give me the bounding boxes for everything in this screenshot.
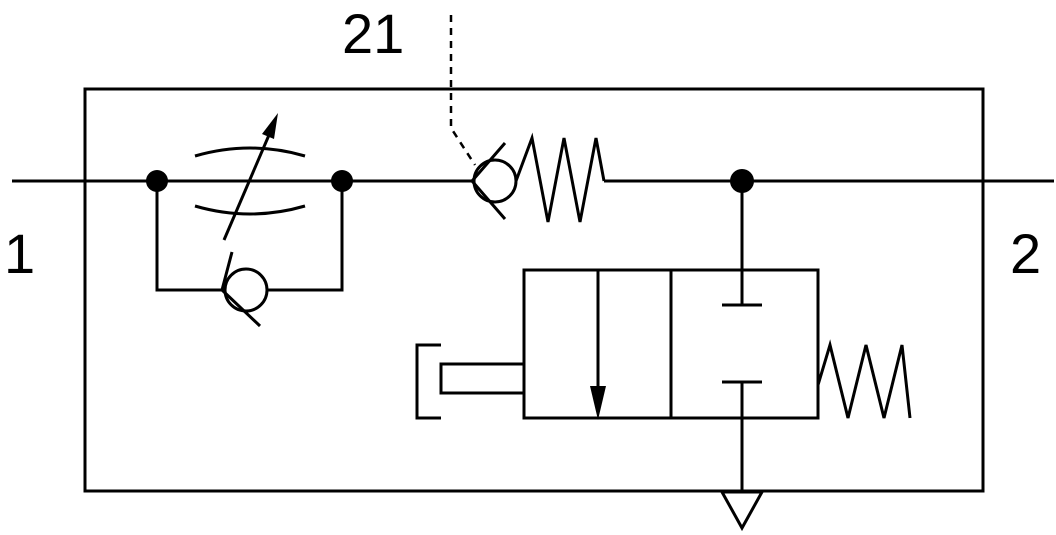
adjustable-throttle-symbol <box>194 113 306 241</box>
port-label-inlet: 1 <box>4 222 35 285</box>
port-label-pilot: 21 <box>342 2 404 65</box>
bypass-check-valve <box>155 181 344 328</box>
pilot-check-valve <box>470 132 606 223</box>
junction-dot-right <box>730 169 754 193</box>
valve-housing <box>83 87 985 493</box>
two-way-valve <box>522 192 820 492</box>
exhaust-icon <box>719 490 765 532</box>
port-label-outlet: 2 <box>1010 222 1041 285</box>
manual-actuator <box>415 343 524 420</box>
valve-return-spring <box>816 339 912 419</box>
